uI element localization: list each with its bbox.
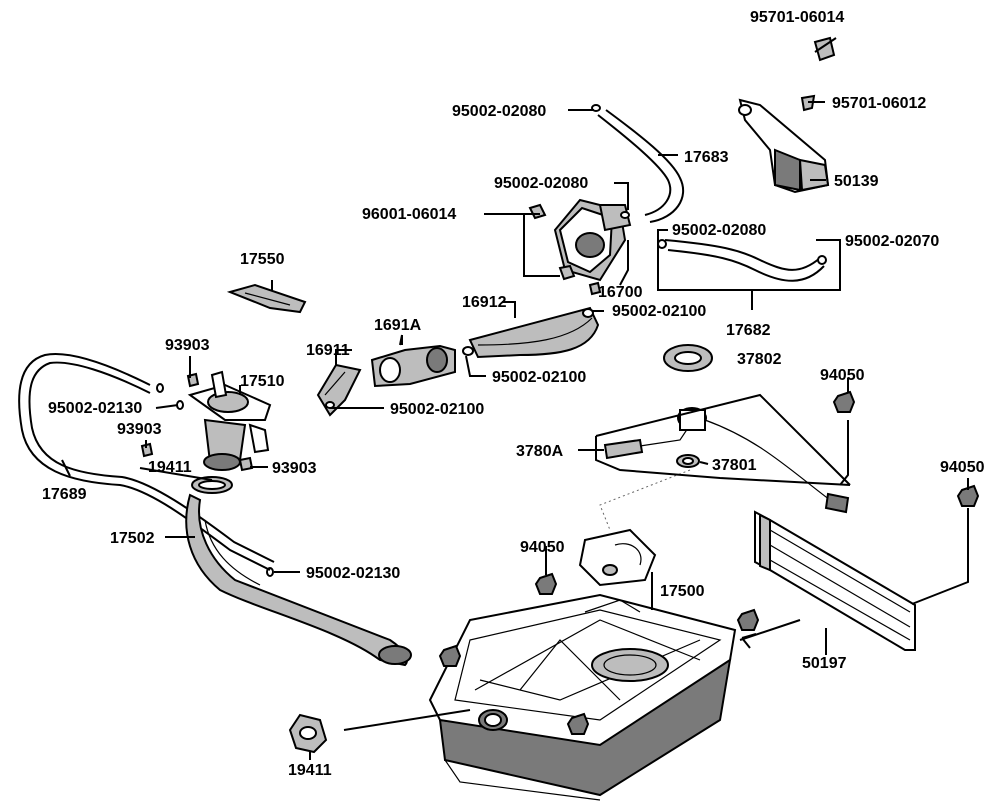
label-95701-06014: 95701-06014 xyxy=(750,9,844,26)
bracket-50197 xyxy=(754,510,916,651)
filler-neck-17510 xyxy=(187,370,272,471)
label-17510: 17510 xyxy=(240,373,285,390)
label-95701-06012: 95701-06012 xyxy=(832,95,926,112)
label-95002-02080-hose: 95002-02080 xyxy=(672,222,766,239)
label-96001-06014: 96001-06014 xyxy=(362,206,456,223)
label-93903-left: 93903 xyxy=(117,421,162,438)
label-17683: 17683 xyxy=(684,149,729,166)
tank-nuts xyxy=(438,390,980,735)
hose-17683 xyxy=(591,104,685,223)
label-94050-far-right: 94050 xyxy=(940,459,985,476)
label-50139: 50139 xyxy=(834,173,879,190)
filler-tube-17502 xyxy=(185,493,412,667)
label-16700: 16700 xyxy=(598,284,643,301)
label-95002-02100-middle: 95002-02100 xyxy=(492,369,586,386)
label-16911: 16911 xyxy=(306,342,350,359)
label-19411-lower: 19411 xyxy=(288,762,332,779)
gasket-17550 xyxy=(226,283,307,314)
hose-16912 xyxy=(462,306,600,359)
label-95002-02070: 95002-02070 xyxy=(845,233,939,250)
hose-clip-19411-lower xyxy=(288,713,328,754)
label-95002-02100-right: 95002-02100 xyxy=(612,303,706,320)
label-50197: 50197 xyxy=(802,655,847,672)
fuel-filter-1691A xyxy=(370,334,456,388)
fuel-pump-16700 xyxy=(528,198,632,296)
breather-hose-17689 xyxy=(18,353,275,571)
bracket-50139 xyxy=(738,36,836,194)
label-95002-02130-bottom: 95002-02130 xyxy=(306,565,400,582)
label-95002-02100-left: 95002-02100 xyxy=(390,401,484,418)
label-94050-right: 94050 xyxy=(820,367,865,384)
label-95002-02080-top: 95002-02080 xyxy=(452,103,546,120)
leader-lines xyxy=(61,37,969,760)
label-37802: 37802 xyxy=(737,351,782,368)
sender-plate xyxy=(578,528,657,587)
fuel-sender-3780A xyxy=(603,407,850,514)
label-17689: 17689 xyxy=(42,486,87,503)
label-93903-top: 93903 xyxy=(165,337,210,354)
label-17550: 17550 xyxy=(240,251,285,268)
label-17682: 17682 xyxy=(726,322,771,339)
label-95002-02080-pump: 95002-02080 xyxy=(494,175,588,192)
label-95002-02130-left: 95002-02130 xyxy=(48,400,142,417)
hose-clip-19411-upper xyxy=(191,476,233,494)
lock-ring-37802 xyxy=(663,344,713,372)
label-17502: 17502 xyxy=(110,530,155,547)
label-37801: 37801 xyxy=(712,457,757,474)
fuel-tank-17500 xyxy=(428,593,737,801)
label-93903-right: 93903 xyxy=(272,460,317,477)
label-1691A: 1691A xyxy=(374,317,422,334)
hose-16911 xyxy=(316,363,362,417)
label-94050-tank: 94050 xyxy=(520,539,565,556)
label-3780A: 3780A xyxy=(516,443,564,460)
label-16912: 16912 xyxy=(462,294,507,311)
label-17500: 17500 xyxy=(660,583,705,600)
hose-17682 xyxy=(657,239,827,282)
label-19411-upper: 19411 xyxy=(148,459,192,476)
